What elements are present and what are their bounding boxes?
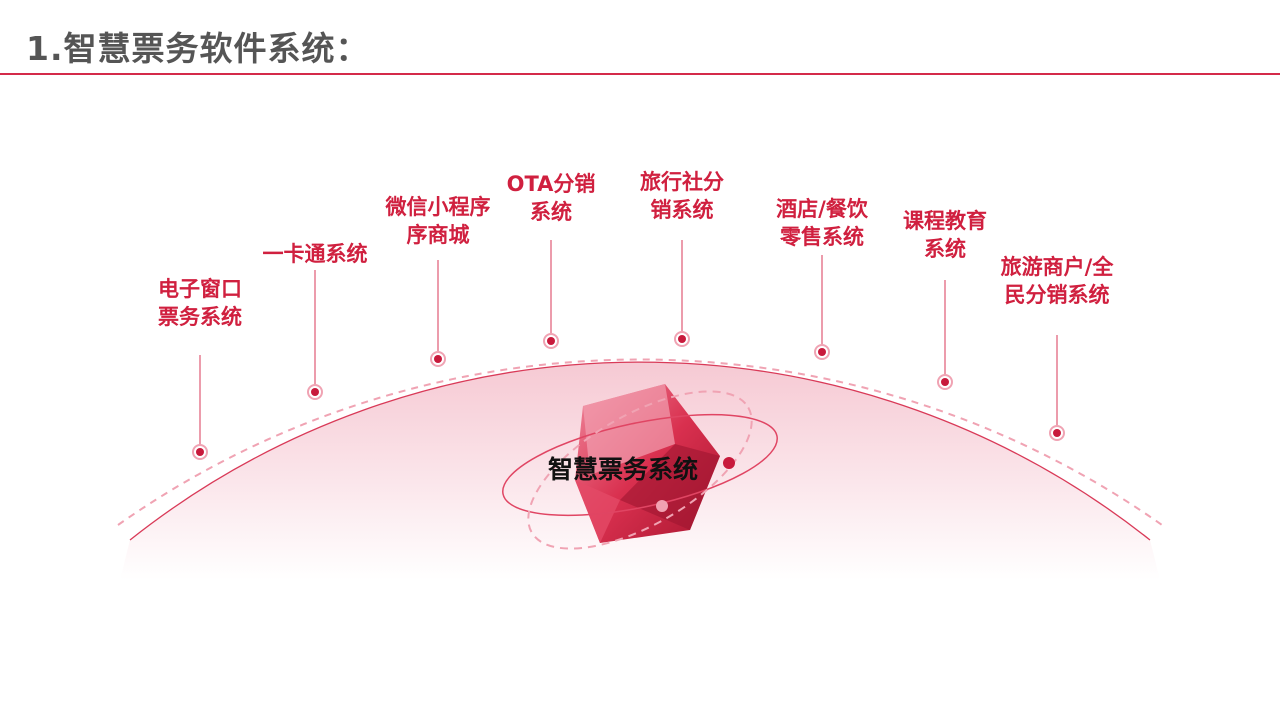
module-label-line: 酒店/餐饮 bbox=[776, 197, 868, 221]
module-label-line: 一卡通系统 bbox=[262, 242, 368, 266]
module-label-line: 电子窗口 bbox=[158, 277, 242, 301]
module-label: 旅行社分销系统 bbox=[602, 168, 762, 224]
node-dot-core bbox=[196, 448, 204, 456]
node-dot-core bbox=[1053, 429, 1061, 437]
module-label-line: 零售系统 bbox=[780, 225, 864, 249]
orbit-ring-dashed bbox=[527, 390, 753, 550]
module-label-line: 票务系统 bbox=[158, 305, 242, 329]
node-dot-core bbox=[818, 348, 826, 356]
module-label: 旅游商户/全民分销系统 bbox=[977, 253, 1137, 309]
title-divider bbox=[0, 73, 1280, 75]
module-label: 微信小程序序商城 bbox=[358, 193, 518, 249]
module-label-line: 销系统 bbox=[650, 198, 714, 222]
module-label: 酒店/餐饮零售系统 bbox=[742, 195, 902, 251]
orbit-ring bbox=[502, 413, 778, 517]
module-label-line: 系统 bbox=[530, 200, 572, 224]
module-label-line: OTA分销 bbox=[506, 172, 596, 196]
module-label-line: 系统 bbox=[924, 237, 966, 261]
node-dot-core bbox=[434, 355, 442, 363]
module-label-line: 旅行社分 bbox=[640, 170, 724, 194]
node-dot-core bbox=[678, 335, 686, 343]
module-label: 一卡通系统 bbox=[235, 240, 395, 268]
node-dot-core bbox=[941, 378, 949, 386]
module-label-line: 民分销系统 bbox=[1004, 283, 1110, 307]
node-dot-core bbox=[547, 337, 555, 345]
module-label-line: 旅游商户/全 bbox=[1000, 255, 1114, 279]
dome-edge bbox=[129, 361, 1151, 541]
module-label: OTA分销系统 bbox=[471, 170, 631, 226]
center-label: 智慧票务系统 bbox=[548, 455, 699, 484]
module-label-line: 微信小程序 bbox=[385, 195, 491, 219]
page-title: 1.智慧票务软件系统： bbox=[26, 29, 370, 68]
module-label-line: 课程教育 bbox=[903, 209, 987, 233]
module-label: 课程教育系统 bbox=[865, 207, 1025, 263]
node-dot-core bbox=[311, 388, 319, 396]
module-label: 电子窗口票务系统 bbox=[120, 275, 280, 331]
module-label-line: 序商城 bbox=[406, 223, 470, 247]
